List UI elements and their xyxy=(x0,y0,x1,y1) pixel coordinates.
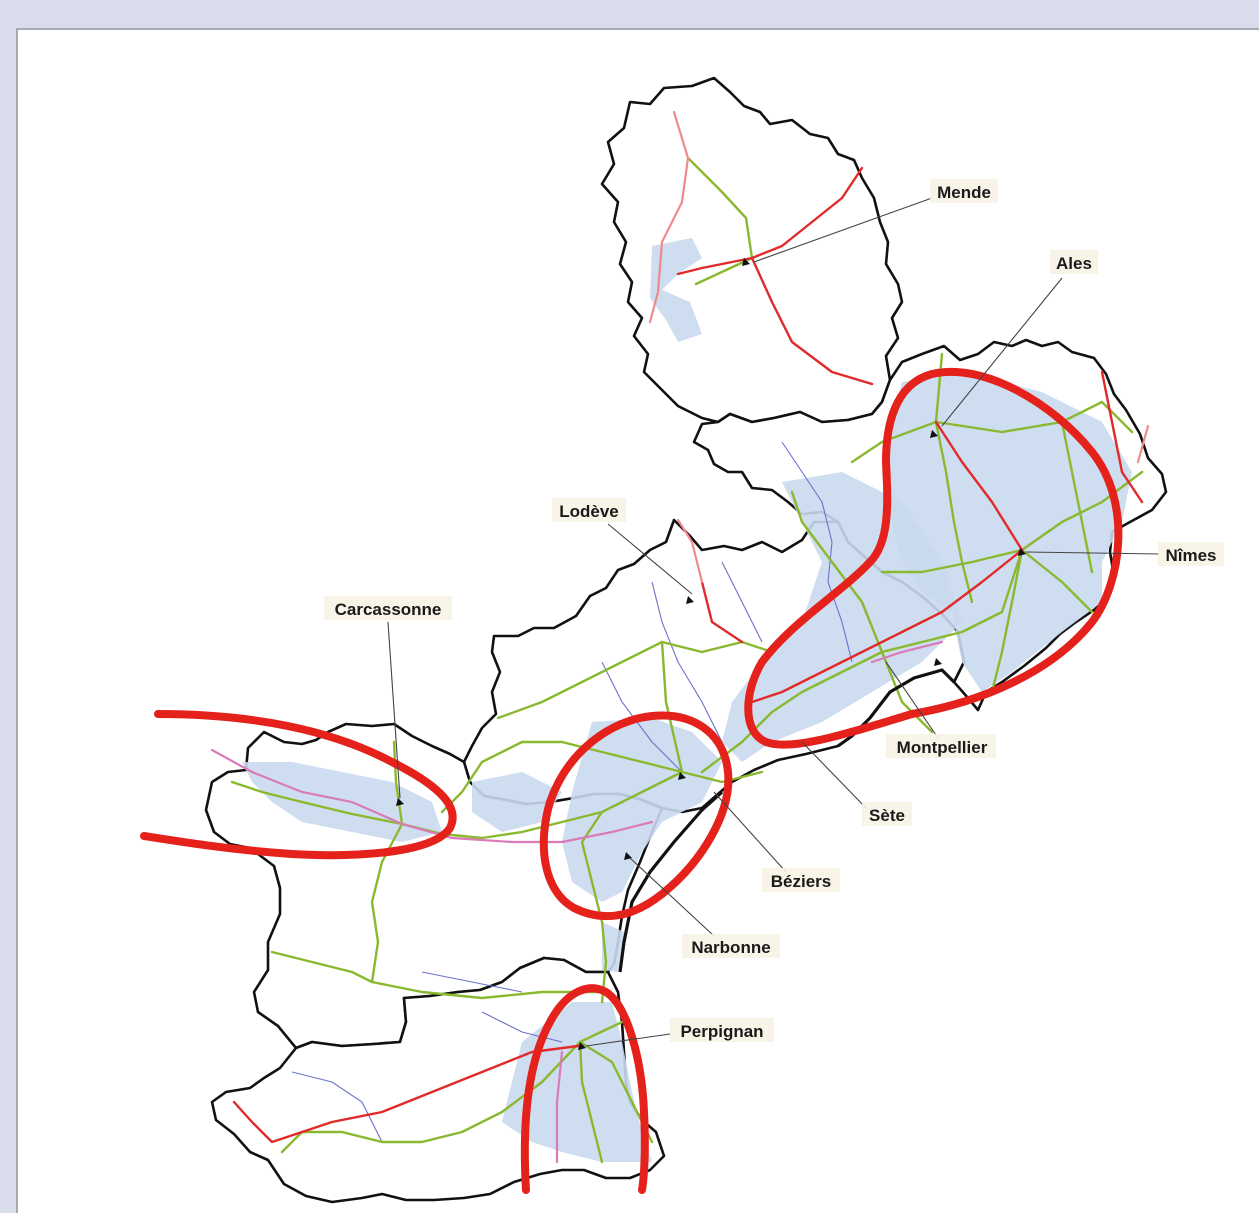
label-narbonne: Narbonne xyxy=(691,938,770,957)
coastline-south xyxy=(618,790,724,973)
zone-beziers-narbonne xyxy=(539,711,733,921)
label-ales: Ales xyxy=(1056,254,1092,273)
marker-beziers xyxy=(678,772,686,780)
city-labels: Mende Ales Nîmes Lodève Carcassonne Mont… xyxy=(324,179,1224,1042)
region-map: Mende Ales Nîmes Lodève Carcassonne Mont… xyxy=(140,76,1224,1204)
city-markers xyxy=(396,258,1026,1050)
zone-nimes-montpellier xyxy=(744,367,1123,749)
label-mende: Mende xyxy=(937,183,991,202)
marker-ales xyxy=(930,430,938,438)
roads-red xyxy=(232,166,1144,1144)
coastline xyxy=(837,668,956,748)
marker-lodeve xyxy=(686,596,694,604)
marker-montpellier xyxy=(934,658,942,666)
label-perpignan: Perpignan xyxy=(680,1022,763,1041)
zone-perpignan xyxy=(520,984,649,1194)
label-leader-lines xyxy=(387,197,1161,1047)
map-frame: Mende Ales Nîmes Lodève Carcassonne Mont… xyxy=(16,28,1259,1213)
label-montpellier: Montpellier xyxy=(897,738,988,757)
label-beziers: Béziers xyxy=(771,872,831,891)
marker-nimes xyxy=(1018,548,1026,556)
highlight-zones xyxy=(140,367,1123,1194)
marker-mende xyxy=(742,258,750,266)
label-carcassonne: Carcassonne xyxy=(335,600,442,619)
marker-carcassonne xyxy=(396,798,404,806)
zone-carcassonne xyxy=(140,710,457,860)
urban-areas xyxy=(242,238,1132,1162)
marker-perpignan xyxy=(578,1042,586,1050)
label-nimes: Nîmes xyxy=(1165,546,1216,565)
label-sete: Sète xyxy=(869,806,905,825)
roads-secondary xyxy=(210,110,1150,1164)
rivers xyxy=(291,441,853,1143)
label-lodeve: Lodève xyxy=(559,502,619,521)
